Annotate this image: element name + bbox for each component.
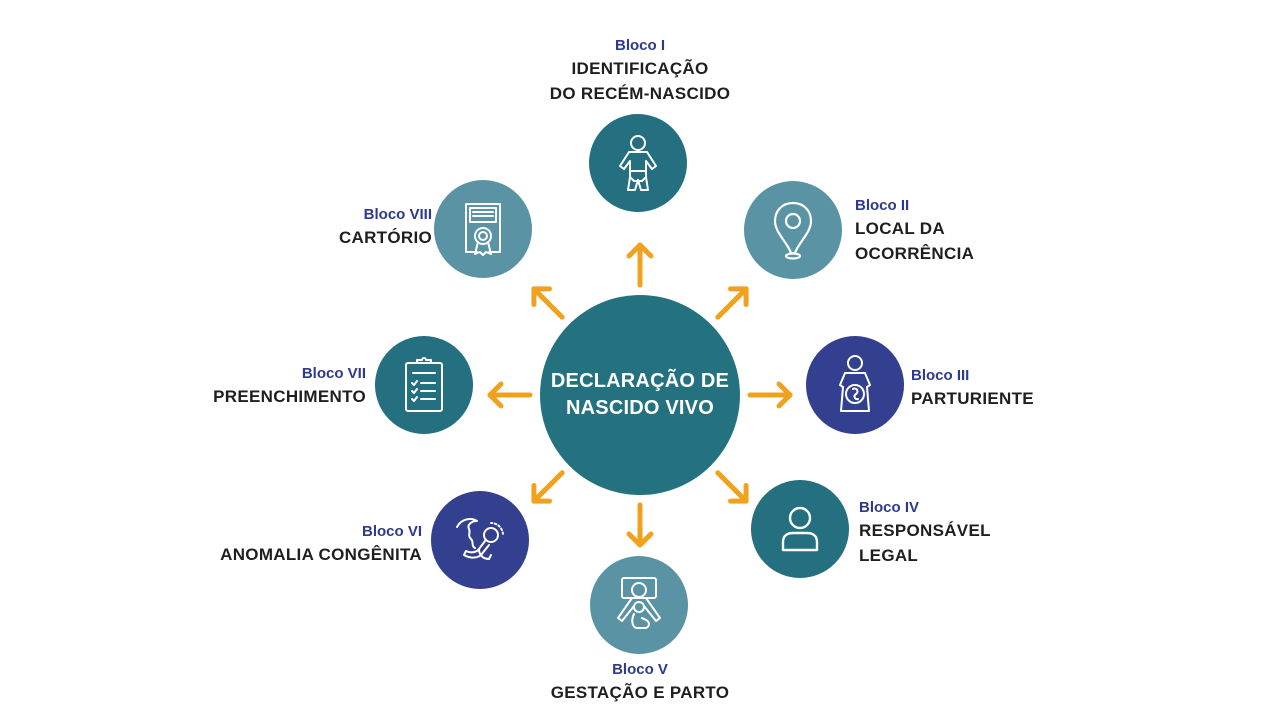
childbirth-icon [617, 577, 661, 629]
pregnant-woman-icon [839, 355, 871, 412]
block-1-node [589, 114, 687, 212]
arrow-to-block-8 [531, 286, 565, 320]
arrow-to-block-1 [626, 242, 654, 288]
block-5-label: Bloco V GESTAÇÃO E PARTO [520, 660, 760, 705]
block-2-label: Bloco II LOCAL DA OCORRÊNCIA [855, 196, 1055, 266]
block-1-title-line2: DO RECÉM-NASCIDO [549, 84, 731, 103]
block-5-number: Bloco V [612, 661, 668, 678]
block-1-number: Bloco I [614, 37, 665, 54]
clipboard-checklist-icon [405, 357, 443, 412]
location-pin-icon [773, 201, 813, 260]
block-8-node [434, 180, 532, 278]
baby-icon [619, 135, 657, 191]
block-7-label: Bloco VII PREENCHIMENTO [166, 364, 366, 409]
certificate-icon [465, 203, 501, 256]
block-8-number: Bloco VIII [363, 206, 432, 223]
block-7-title-line1: PREENCHIMENTO [213, 387, 366, 406]
center-title-line1: DECLARAÇÃO DE [550, 370, 730, 392]
arrow-to-block-2 [715, 286, 749, 320]
block-6-title-line1: ANOMALIA CONGÊNITA [220, 545, 422, 564]
block-7-node [375, 336, 473, 434]
arrow-to-block-7 [487, 381, 533, 409]
arrow-to-block-4 [715, 470, 749, 504]
block-8-label: Bloco VIII CARTÓRIO [232, 205, 432, 250]
block-5-title-line1: GESTAÇÃO E PARTO [550, 683, 730, 702]
block-4-label: Bloco IV RESPONSÁVEL LEGAL [859, 498, 1059, 568]
block-2-title-line1: LOCAL DA [855, 219, 945, 238]
fetus-icon [456, 518, 504, 560]
block-7-number: Bloco VII [301, 365, 366, 382]
block-2-node [744, 181, 842, 279]
block-1-label: Bloco I IDENTIFICAÇÃO DO RECÉM-NASCIDO [520, 36, 760, 106]
block-3-number: Bloco III [911, 367, 970, 384]
block-6-number: Bloco VI [361, 523, 422, 540]
block-3-node [806, 336, 904, 434]
block-4-number: Bloco IV [859, 499, 920, 516]
block-6-node [431, 491, 529, 589]
center-title-line2: NASCIDO VIVO [566, 397, 714, 419]
block-2-number: Bloco II [855, 197, 910, 214]
arrow-to-block-3 [747, 381, 793, 409]
block-6-label: Bloco VI ANOMALIA CONGÊNITA [200, 522, 422, 567]
arrow-to-block-5 [626, 502, 654, 548]
person-icon [781, 506, 819, 552]
block-4-title-line2: LEGAL [859, 546, 919, 565]
block-4-title-line1: RESPONSÁVEL [859, 521, 991, 540]
center-node: DECLARAÇÃO DE NASCIDO VIVO [540, 295, 740, 495]
block-4-node [751, 480, 849, 578]
block-8-title-line1: CARTÓRIO [338, 228, 432, 247]
block-2-title-line2: OCORRÊNCIA [855, 244, 975, 263]
block-5-node [590, 556, 688, 654]
arrow-to-block-6 [531, 470, 565, 504]
block-3-label: Bloco III PARTURIENTE [911, 366, 1111, 411]
block-3-title-line1: PARTURIENTE [911, 389, 1034, 408]
block-1-title-line1: IDENTIFICAÇÃO [571, 59, 709, 78]
